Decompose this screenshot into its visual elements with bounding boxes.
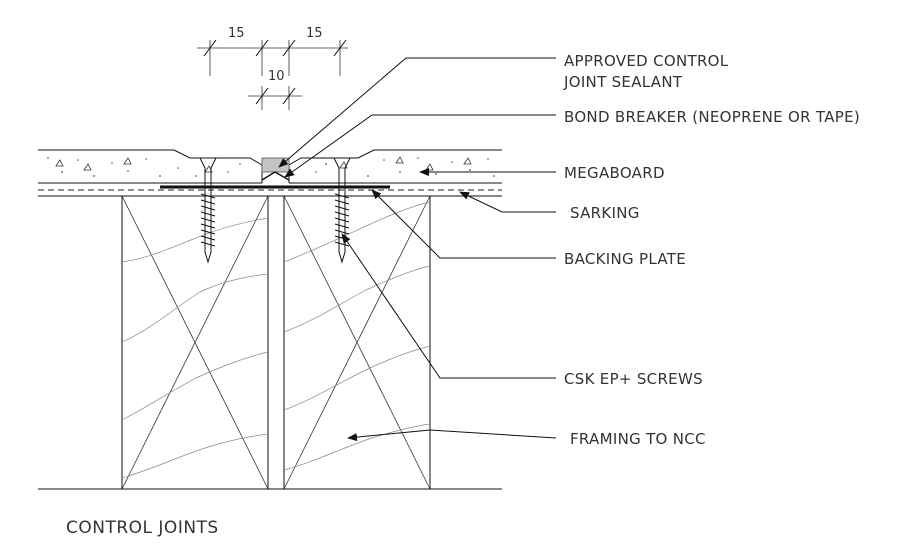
dimension-left-15: 15	[228, 26, 245, 41]
dimension-right-15: 15	[306, 26, 323, 41]
label-sealant-line2: JOINT SEALANT	[563, 73, 683, 91]
label-screws: CSK EP+ SCREWS	[564, 370, 703, 388]
label-sealant-line1: APPROVED CONTROL	[564, 52, 729, 70]
framing-studs	[121, 195, 431, 490]
drawing-title: CONTROL JOINTS	[66, 518, 219, 538]
control-joint-sealant	[261, 157, 290, 173]
leader-lines	[278, 57, 557, 442]
label-backing-plate: BACKING PLATE	[564, 250, 686, 268]
sarking-layer	[38, 189, 502, 197]
dimension-gap-10: 10	[268, 69, 285, 84]
dimension-group: 15 15 10	[197, 26, 348, 110]
label-sarking: SARKING	[570, 204, 640, 222]
bond-breaker	[261, 171, 290, 181]
screw-right	[333, 157, 351, 264]
label-megaboard: MEGABOARD	[564, 164, 665, 182]
screw-left	[199, 157, 217, 264]
label-framing: FRAMING TO NCC	[570, 430, 706, 448]
label-bond-breaker: BOND BREAKER (NEOPRENE OR TAPE)	[564, 108, 860, 126]
